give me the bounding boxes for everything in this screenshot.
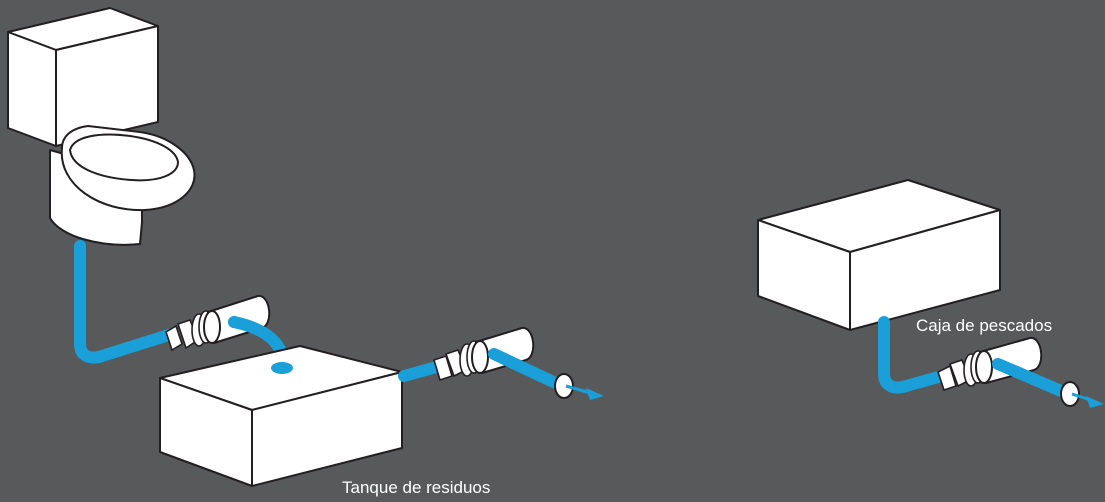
fish-box-drain-pipe [878,316,948,394]
fish-box-label: Caja de pescados [916,316,1053,335]
flow-arrow-icon [488,348,604,400]
tank-outlet-pipe [398,360,446,382]
macerator-pump-icon [937,337,1043,392]
flow-arrow-icon [992,358,1104,408]
waste-tank-icon [159,345,403,487]
macerator-pump-icon [433,327,535,382]
toilet-drain-pipe [74,240,178,364]
fish-box-icon [757,179,1001,331]
waste-tank-label: Tanque de residuos [342,478,491,497]
toilet-icon [7,7,196,246]
